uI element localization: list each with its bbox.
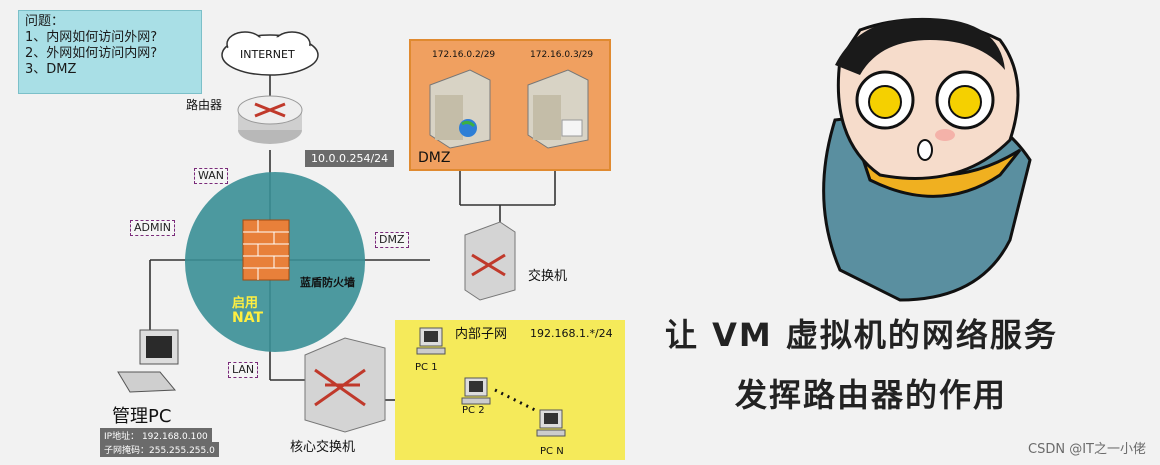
pc-n-icon [536,409,566,437]
question-item: 3、DMZ [25,62,77,77]
lan-zone-label: 内部子网 [455,327,508,342]
admin-pc-ip: IP地址： 192.168.0.100 [100,428,212,443]
question-item: 1、内网如何访问外网? [25,30,158,45]
admin-pc-mask: 子网掩码：255.255.255.0 [100,442,219,457]
core-switch-icon [304,337,386,433]
core-switch-label: 核心交换机 [290,440,356,455]
admin-pc-icon [117,329,179,393]
internet-cloud-icon [221,31,319,76]
pc-1-label: PC 1 [415,362,438,373]
internet-label: INTERNET [240,48,295,61]
firewall-icon [242,219,290,281]
dmz-zone-label: DMZ [418,150,451,166]
switch-label: 交换机 [528,269,568,284]
admin-pc-label: 管理PC [112,406,172,427]
nat-label-2: NAT [232,310,264,326]
lan-subnet: 192.168.1.*/24 [530,327,613,340]
wan-tag: WAN [194,168,229,184]
dmz-server-1-icon [429,69,491,149]
pc-2-icon [461,377,491,405]
caption-line-1: 让 VM 虚拟机的网络服务 [665,316,1058,354]
firewall-label: 蓝盾防火墙 [300,276,355,289]
lan-tag: LAN [228,362,259,378]
pc-n-label: PC N [540,446,564,457]
router-ip: 10.0.0.254/24 [305,150,395,167]
nat-label-1: 启用 [232,296,259,311]
watermark: CSDN @IT之一小佬 [1028,442,1146,457]
cartoon-character-illustration [822,17,1032,302]
pc-1-icon [416,327,446,355]
questions-box: 问题： 1、内网如何访问外网? 2、外网如何访问内网? 3、DMZ [18,10,202,94]
questions-title: 问题： [25,14,65,29]
switch-icon [464,221,516,301]
dmz-tag: DMZ [375,232,409,248]
caption-line-2: 发挥路由器的作用 [735,376,1008,414]
router-label: 路由器 [186,98,223,112]
question-item: 2、外网如何访问内网? [25,46,158,61]
admin-tag: ADMIN [130,220,175,236]
dmz-server-2-icon [527,69,589,149]
dmz-server-2-ip: 172.16.0.3/29 [530,50,594,60]
dmz-server-1-ip: 172.16.0.2/29 [432,50,496,60]
pc-ellipsis-dots [494,388,536,412]
router-icon [237,95,303,144]
pc-2-label: PC 2 [462,405,485,416]
